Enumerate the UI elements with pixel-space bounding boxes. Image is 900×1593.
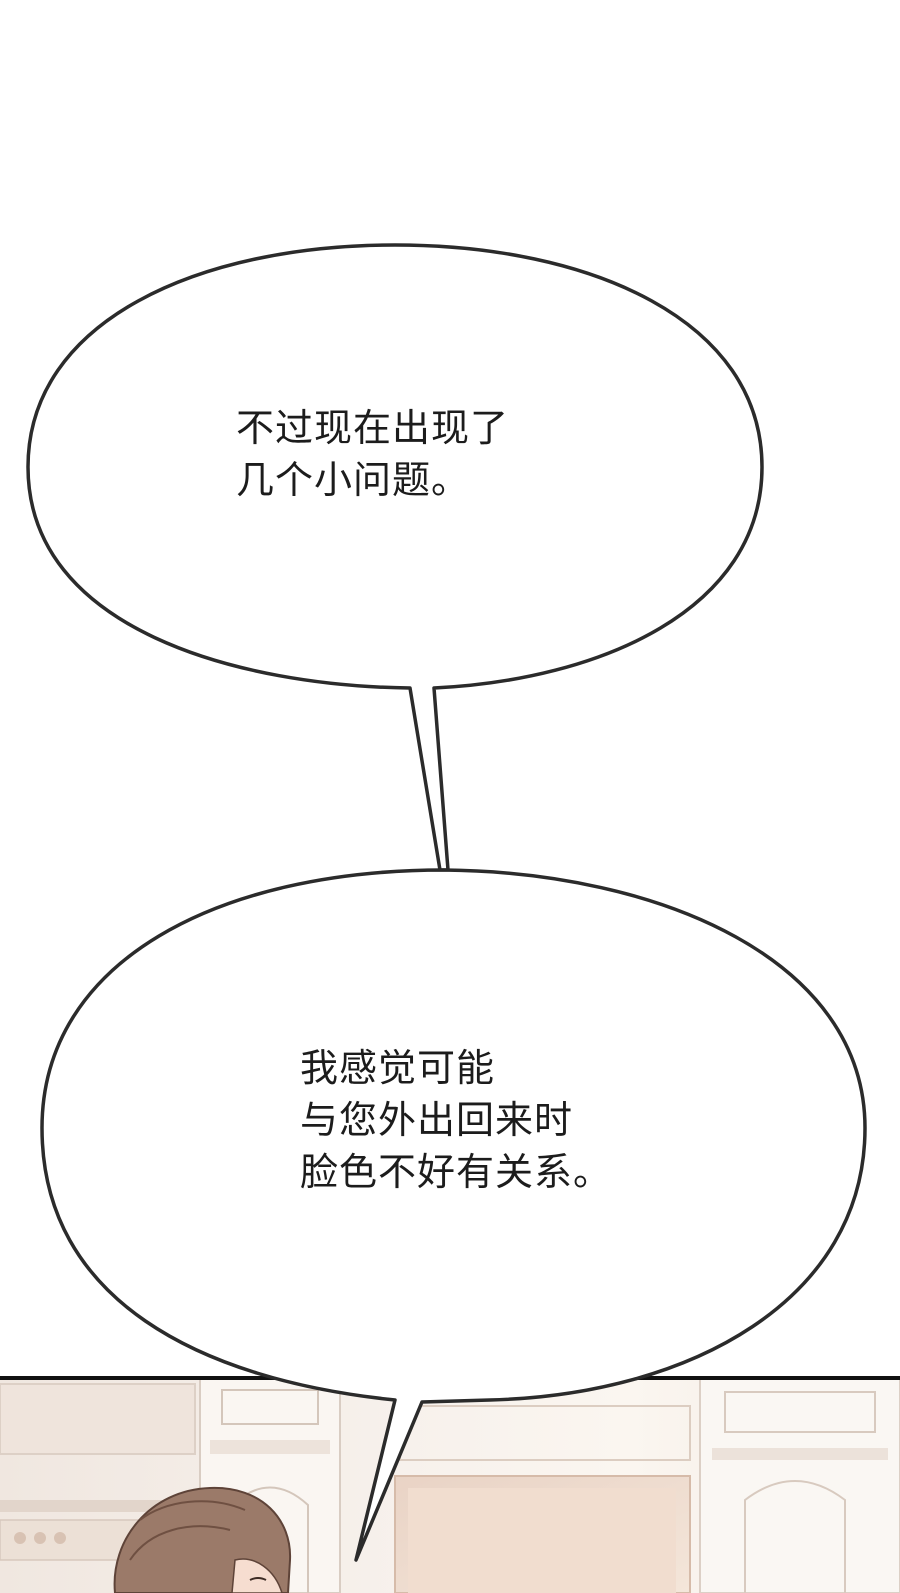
speech-text-2: 我感觉可能 与您外出回来时 脸色不好有关系。 — [300, 1042, 612, 1198]
speech-text-line: 我感觉可能 — [300, 1046, 496, 1090]
speech-text-line: 脸色不好有关系。 — [300, 1150, 613, 1194]
speech-text-line: 几个小问题。 — [236, 458, 471, 502]
speech-text-line: 不过现在出现了 — [236, 406, 510, 450]
speech-text-1: 不过现在出现了 几个小问题。 — [236, 402, 509, 506]
speech-bubble-1 — [26, 243, 764, 872]
bottom-panel-scene — [0, 1376, 900, 1593]
speech-bubble-2 — [40, 868, 867, 1562]
character-head — [113, 1486, 292, 1593]
speech-text-line: 与您外出回来时 — [300, 1098, 574, 1142]
